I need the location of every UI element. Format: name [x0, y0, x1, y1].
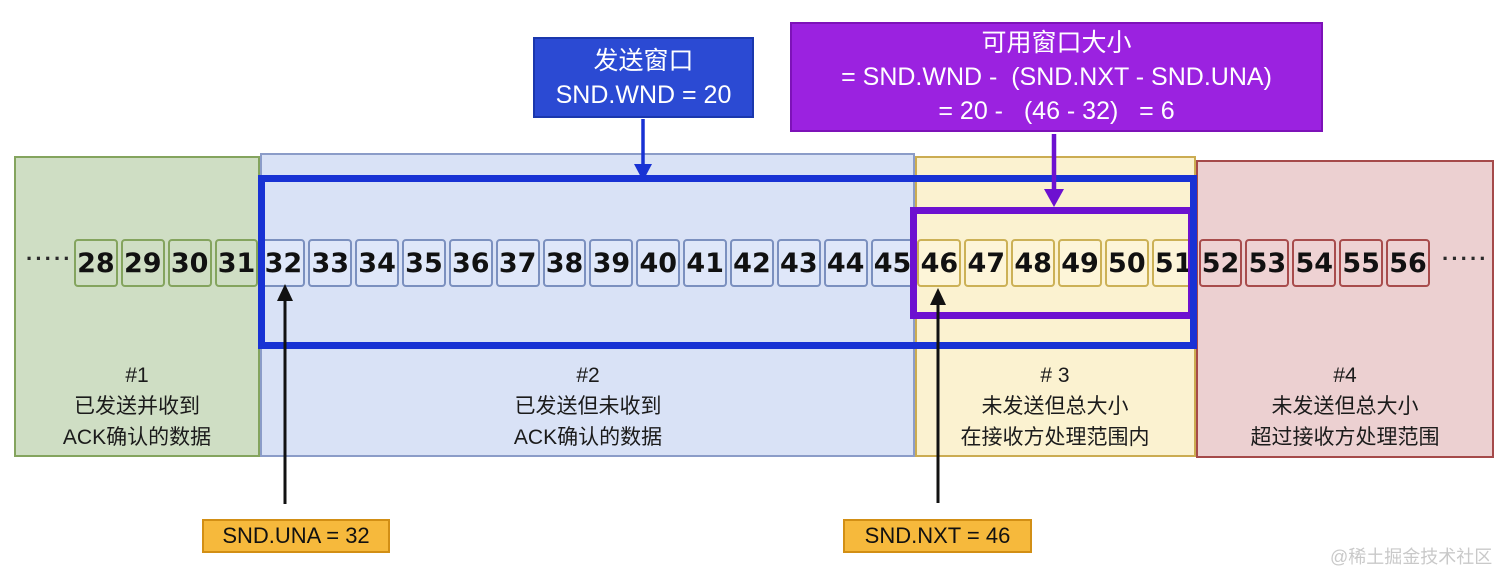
- cell-48: 48: [1011, 239, 1056, 287]
- available-window-callout-result: = 20 - (46 - 32) = 6: [938, 97, 1175, 125]
- region-beyond-window-caption: #4 未发送但总大小 超过接收方处理范围: [1198, 360, 1492, 453]
- region-acked: [14, 156, 260, 457]
- cell-55: 55: [1339, 239, 1384, 287]
- cell-43: 43: [776, 239, 821, 287]
- cell-53: 53: [1245, 239, 1290, 287]
- region-sent-unacked: [260, 153, 915, 457]
- region-sendable-caption: # 3 未发送但总大小 在接收方处理范围内: [916, 360, 1194, 453]
- cell-47: 47: [964, 239, 1009, 287]
- cell-45: 45: [870, 239, 915, 287]
- region-caption-line: 已发送但未收到: [514, 395, 662, 418]
- snd-nxt-marker: SND.NXT = 46: [843, 519, 1032, 553]
- region-number: # 3: [1040, 364, 1070, 387]
- cell-33: 33: [308, 239, 353, 287]
- available-window-callout: 可用窗口大小 = SND.WND - (SND.NXT - SND.UNA) =…: [790, 22, 1323, 132]
- region-caption-line: 未发送但总大小: [981, 395, 1129, 418]
- region-caption-line: 未发送但总大小: [1271, 395, 1419, 418]
- cell-30: 30: [167, 239, 212, 287]
- region-caption-line: ACK确认的数据: [513, 426, 663, 449]
- cell-46: 46: [917, 239, 962, 287]
- cell-28: 28: [74, 239, 118, 287]
- ellipsis-left: ·····: [26, 246, 73, 271]
- ellipsis-right: ·····: [1442, 246, 1489, 271]
- send-window-callout: 发送窗口 SND.WND = 20: [533, 37, 754, 118]
- cell-56: 56: [1386, 239, 1430, 287]
- send-window-callout-title: 发送窗口: [593, 46, 694, 75]
- cell-35: 35: [402, 239, 446, 287]
- region-sent-unacked-caption: #2 已发送但未收到 ACK确认的数据: [420, 360, 756, 453]
- cell-49: 49: [1058, 239, 1102, 287]
- region-acked-caption: #1 已发送并收到 ACK确认的数据: [16, 360, 258, 453]
- region-caption-line: 已发送并收到: [74, 395, 200, 418]
- region-caption-line: 在接收方处理范围内: [960, 426, 1150, 449]
- cell-38: 38: [542, 239, 587, 287]
- watermark: @稀土掘金技术社区: [1330, 547, 1493, 567]
- snd-una-marker: SND.UNA = 32: [202, 519, 390, 553]
- cell-39: 39: [589, 239, 634, 287]
- available-window-callout-title: 可用窗口大小: [981, 29, 1132, 57]
- cell-41: 41: [683, 239, 728, 287]
- cell-42: 42: [730, 239, 774, 287]
- region-beyond-window: [1196, 160, 1494, 458]
- cell-29: 29: [120, 239, 165, 287]
- available-window-callout-formula: = SND.WND - (SND.NXT - SND.UNA): [841, 63, 1272, 91]
- send-window-callout-value: SND.WND = 20: [555, 80, 732, 109]
- cell-37: 37: [495, 239, 540, 287]
- send-window-outline: [258, 175, 1197, 349]
- cell-44: 44: [823, 239, 868, 287]
- region-caption-line: 超过接收方处理范围: [1250, 426, 1440, 449]
- cell-36: 36: [448, 239, 493, 287]
- cell-31: 31: [214, 239, 259, 287]
- cell-40: 40: [636, 239, 681, 287]
- region-number: #1: [125, 364, 149, 387]
- cell-52: 52: [1198, 239, 1243, 287]
- cell-34: 34: [355, 239, 400, 287]
- region-number: #2: [576, 364, 600, 387]
- cell-54: 54: [1292, 239, 1337, 287]
- region-number: #4: [1333, 364, 1357, 387]
- region-caption-line: ACK确认的数据: [62, 426, 212, 449]
- cell-50: 50: [1104, 239, 1149, 287]
